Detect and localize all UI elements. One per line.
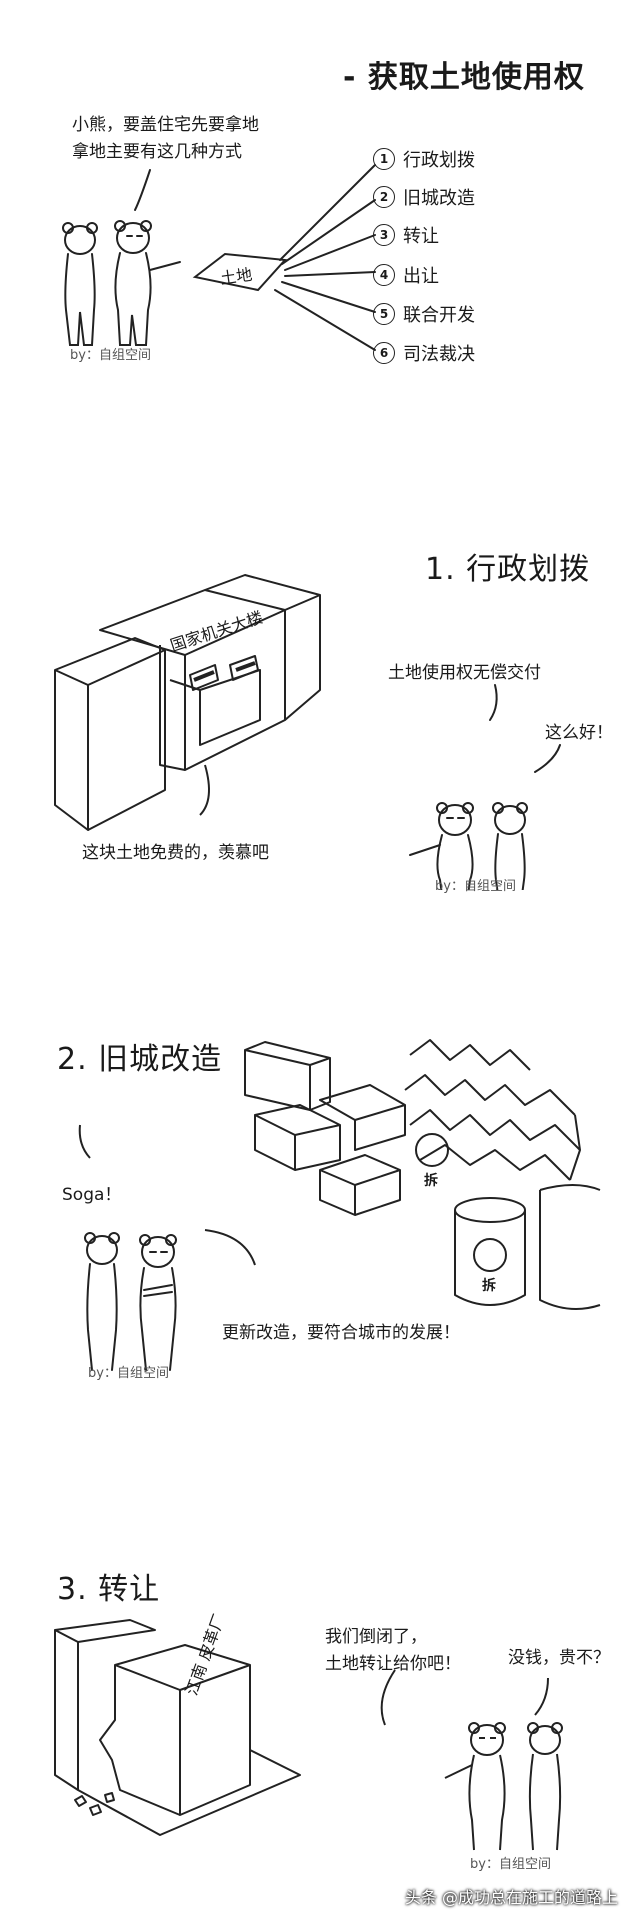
intro-speech-line1: 小熊，要盖住宅先要拿地 <box>72 115 259 135</box>
demolish-mark: 拆 <box>482 1278 496 1294</box>
method-number: 6 <box>373 342 395 364</box>
method-number: 4 <box>373 264 395 286</box>
demolish-mark: 拆 <box>424 1173 438 1189</box>
section2-credit: by：自组空间 <box>88 1366 169 1381</box>
speech-reply: 这么好！ <box>545 723 613 743</box>
page-title: - 获取土地使用权 <box>343 60 585 95</box>
speech-grant: 土地使用权无偿交付 <box>388 663 541 683</box>
section2-bears <box>84 1232 177 1371</box>
speech-renew: 更新改造，要符合城市的发展！ <box>222 1323 460 1343</box>
section1-credit: by：自组空间 <box>435 879 516 894</box>
method-number: 2 <box>373 186 395 208</box>
speech-bankrupt-line2: 土地转让给你吧！ <box>325 1654 461 1674</box>
section2-heading: 2. 旧城改造 <box>57 1042 223 1077</box>
method-label: 出让 <box>403 266 439 287</box>
section1-panel: 1. 行政划拨 国家机关大楼 这块土地免费的，羡慕吧 土地使用权无偿交付 这么好… <box>0 520 640 894</box>
factory-drawing <box>54 1619 563 1851</box>
method-number: 5 <box>373 303 395 325</box>
method-label: 旧城改造 <box>403 188 475 209</box>
land-sign-label: 土地 <box>219 264 254 289</box>
section2-panel: 2. 旧城改造 拆 拆 Soga！ 更新改造，要符合城市的发展！ <box>0 1030 640 1410</box>
old-town-drawing <box>78 1039 601 1310</box>
method-label: 转让 <box>403 226 439 247</box>
method-label: 行政划拨 <box>403 150 475 171</box>
watermark: 头条 @成功总在施工的道路上 <box>404 1888 618 1907</box>
government-building-drawing <box>54 574 321 831</box>
method-label: 司法裁决 <box>403 344 475 365</box>
intro-drawing <box>62 164 376 351</box>
bear-figure <box>62 222 98 346</box>
section1-heading: 1. 行政划拨 <box>425 552 591 587</box>
speech-free-land: 这块土地免费的，羡慕吧 <box>82 843 269 863</box>
speech-reply-price: 没钱，贵不？ <box>508 1648 610 1668</box>
intro-panel: - 获取土地使用权 小熊，要盖住宅先要拿地 拿地主要有这几种方式 土地 by：自… <box>0 0 640 370</box>
section3-heading: 3. 转让 <box>57 1572 161 1607</box>
speech-bankrupt-line1: 我们倒闭了， <box>325 1627 427 1647</box>
section3-credit: by：自组空间 <box>470 1857 551 1872</box>
speech-soga: Soga！ <box>62 1185 122 1205</box>
intro-credit: by：自组空间 <box>70 348 151 363</box>
section1-bears <box>409 684 561 890</box>
section3-panel: 3. 转让 江南 皮革厂 我们倒闭了， 土地转让给你吧！ 没钱，贵不？ by：自… <box>0 1550 640 1922</box>
bear-figure <box>114 220 181 346</box>
method-number: 3 <box>373 224 395 246</box>
method-number: 1 <box>373 148 395 170</box>
method-label: 联合开发 <box>403 305 475 326</box>
intro-speech-line2: 拿地主要有这几种方式 <box>72 142 242 162</box>
